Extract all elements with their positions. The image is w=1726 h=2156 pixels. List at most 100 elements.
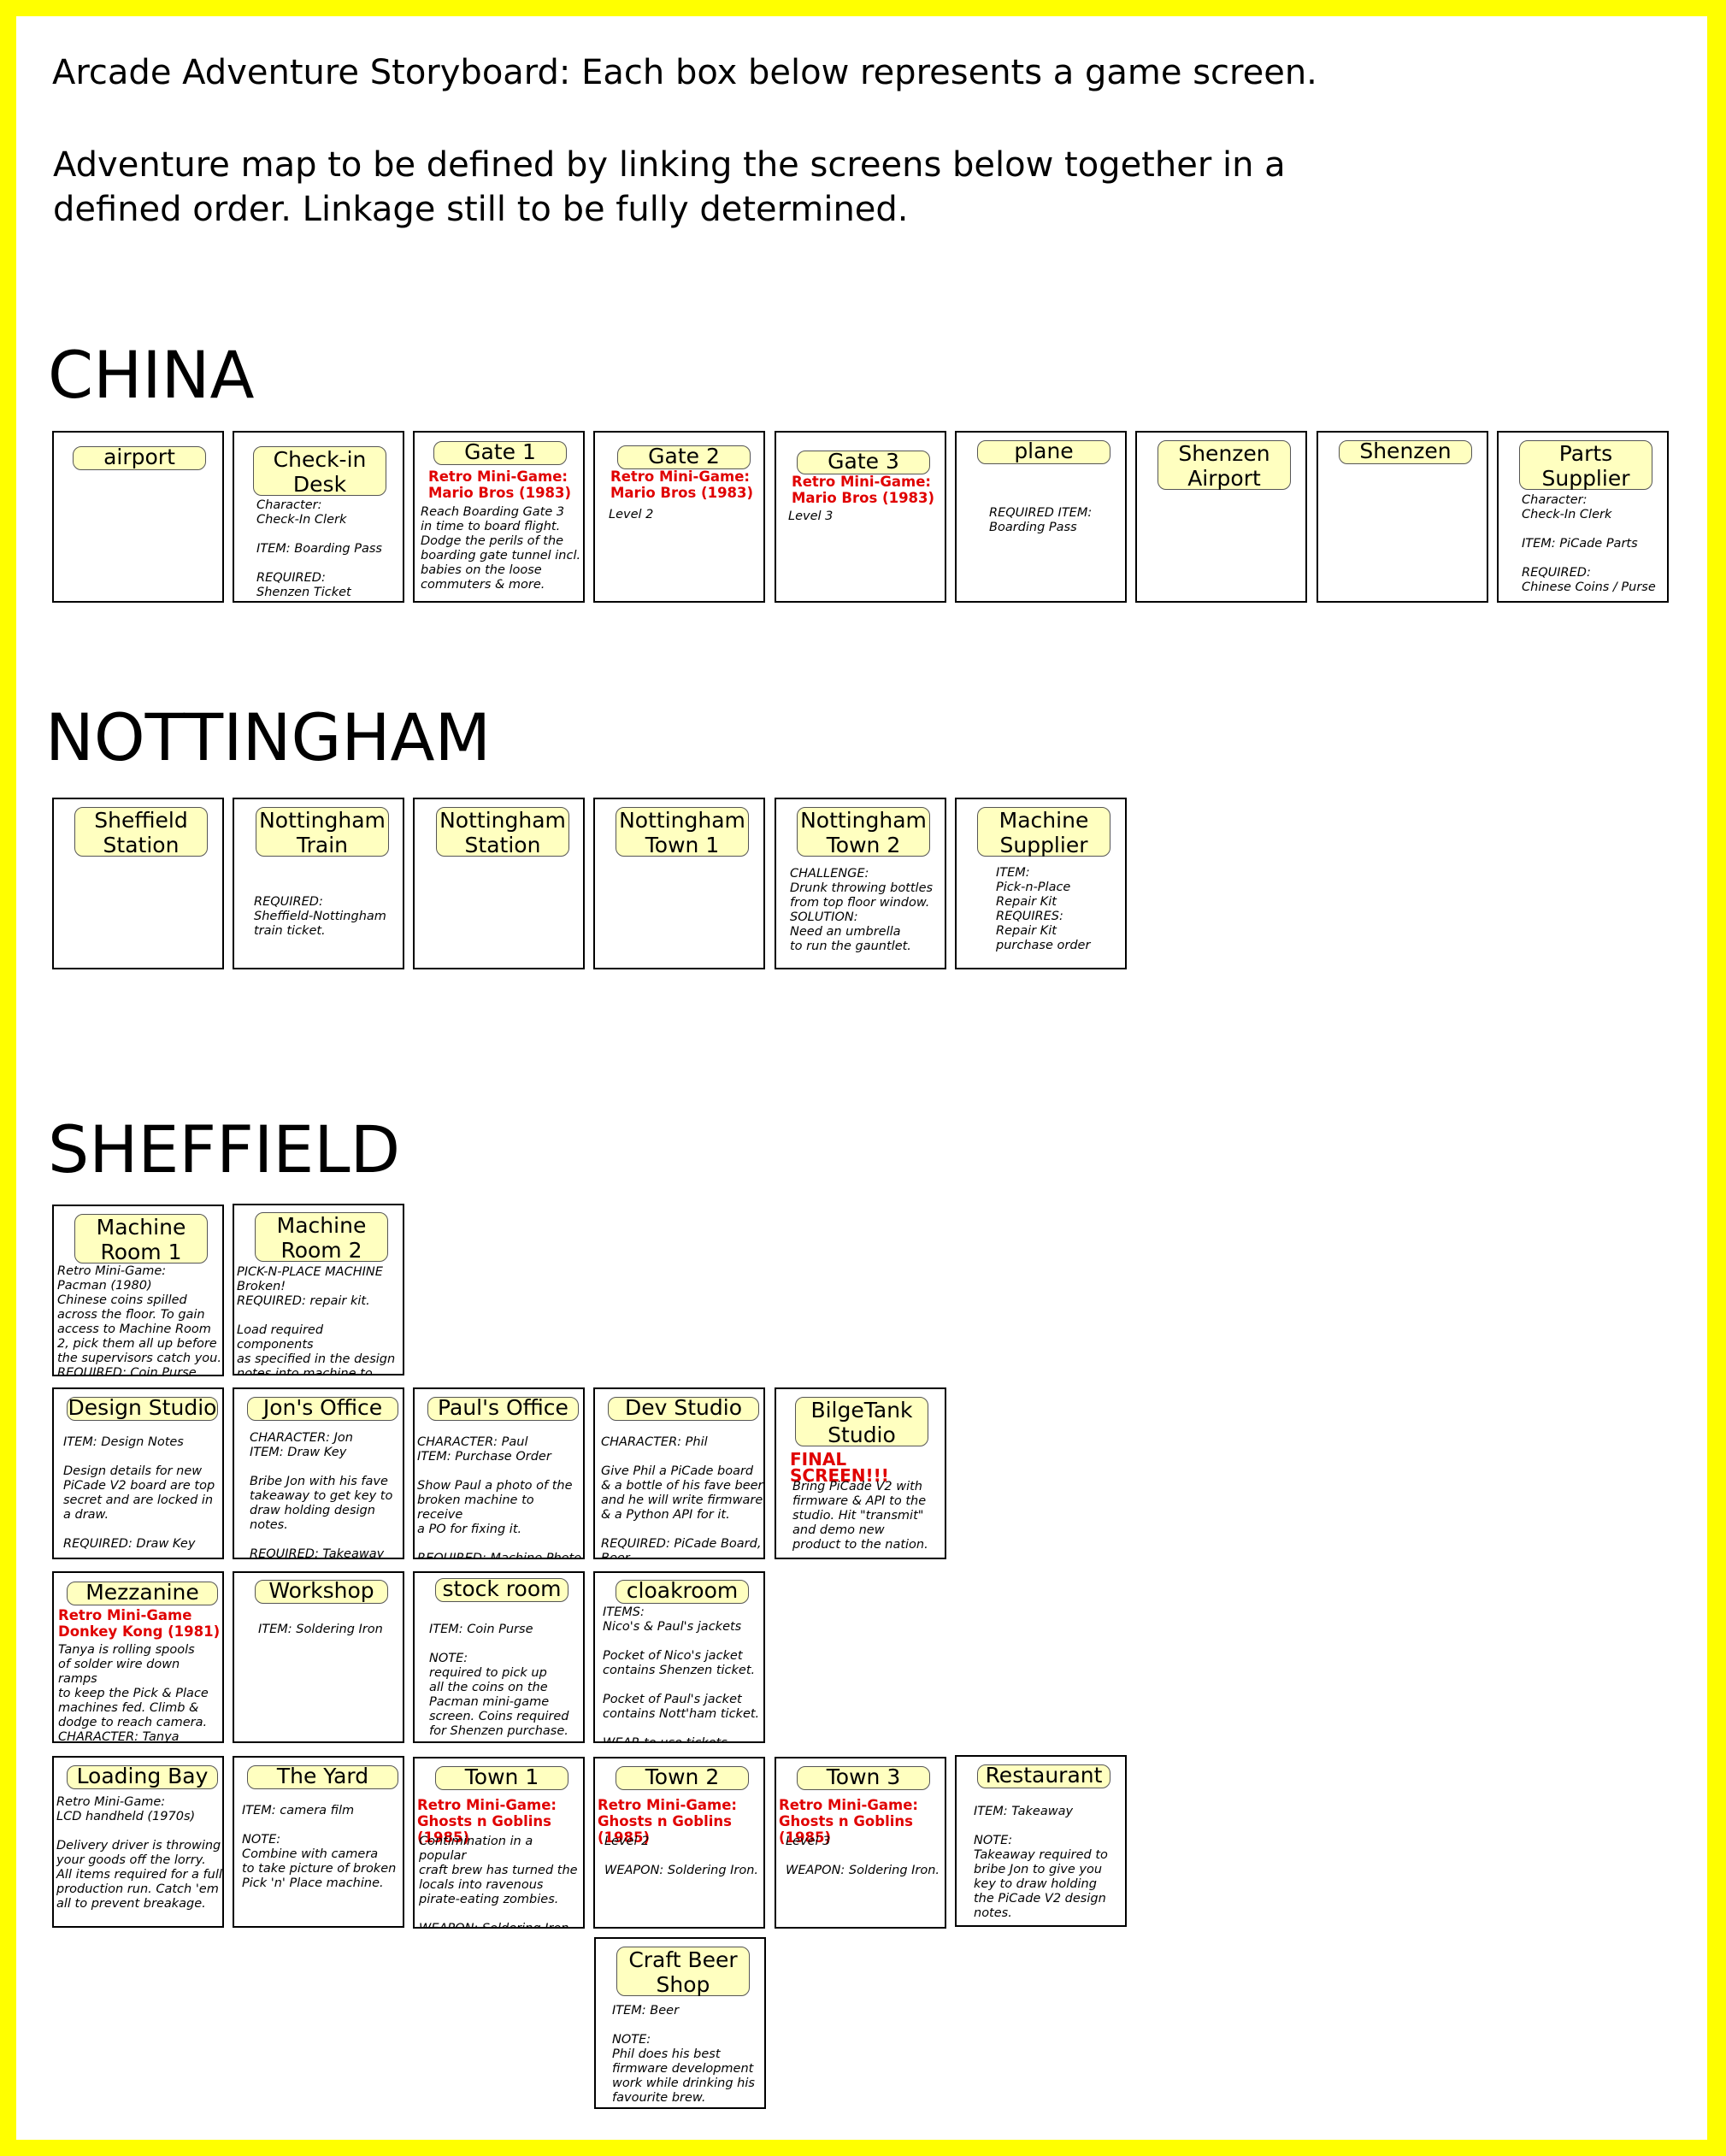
screen-title: Nottingham Town 2 <box>797 807 930 857</box>
section-title-sheffield: SHEFFIELD <box>48 1111 401 1187</box>
screen-note: Level 2 WEAPON: Soldering Iron. <box>604 1835 759 1877</box>
screen-title: Town 3 <box>797 1766 930 1790</box>
screen-craft-beer-shop: Craft Beer Shop ITEM: Beer NOTE: Phil do… <box>594 1937 766 2109</box>
screen-title: Gate 1 <box>433 441 567 465</box>
screen-machine-room-2: Machine Room 2 PICK-N-PLACE MACHINE Brok… <box>233 1204 404 1375</box>
screen-title: plane <box>977 440 1110 464</box>
screen-note: CHARACTER: Paul ITEM: Purchase Order Sho… <box>417 1435 582 1559</box>
minigame-label: Retro Mini-Game Donkey Kong (1981) <box>58 1607 221 1640</box>
screen-shenzen: Shenzen <box>1317 431 1488 603</box>
minigame-label: Retro Mini-Game: Ghosts n Goblins (1985) <box>417 1797 557 1846</box>
screen-sheffield-station: Sheffield Station <box>52 798 224 969</box>
screen-title: Paul's Office <box>427 1397 579 1421</box>
screen-note: REQUIRED ITEM: Boarding Pass <box>989 506 1093 534</box>
screen-title: Workshop <box>255 1580 388 1604</box>
screen-parts-supplier: Parts Supplier Character: Check-In Clerk… <box>1497 431 1669 603</box>
screen-restaurant: Restaurant ITEM: Takeaway NOTE: Takeaway… <box>955 1755 1127 1927</box>
screen-design-studio: Design Studio ITEM: Design Notes Design … <box>52 1387 224 1559</box>
screen-nottingham-train: Nottingham Train REQUIRED: Sheffield-Not… <box>233 798 404 969</box>
screen-jons-office: Jon's Office CHARACTER: Jon ITEM: Draw K… <box>233 1387 404 1559</box>
screen-note: ITEM: Design Notes Design details for ne… <box>63 1435 215 1551</box>
screen-title: Check-in Desk <box>253 446 386 497</box>
screen-title: Craft Beer Shop <box>616 1947 750 1997</box>
storyboard-page: Arcade Adventure Storyboard: Each box be… <box>16 16 1707 2140</box>
screen-title: Shenzen Airport <box>1158 440 1291 491</box>
screen-title: Mezzanine <box>67 1582 218 1605</box>
screen-title: The Yard <box>247 1765 398 1789</box>
screen-note: Retro Mini-Game: Pacman (1980) Chinese c… <box>57 1264 221 1376</box>
section-title-nottingham: NOTTINGHAM <box>45 699 492 775</box>
screen-title: Design Studio <box>67 1395 218 1421</box>
screen-title: Machine Supplier <box>977 807 1110 857</box>
screen-note: ITEM: Soldering Iron <box>258 1623 383 1636</box>
screen-town-2: Town 2 Retro Mini-Game: Ghosts n Goblins… <box>593 1757 765 1929</box>
screen-gate-1: Gate 1 Retro Mini-Game: Mario Bros (1983… <box>413 431 585 603</box>
screen-title: Machine Room 2 <box>255 1212 388 1263</box>
screen-note: CHALLENGE: Drunk throwing bottles from t… <box>790 867 934 953</box>
screen-dev-studio: Dev Studio CHARACTER: Phil Give Phil a P… <box>593 1387 765 1559</box>
screen-note: Character: Check-In Clerk ITEM: PiCade P… <box>1522 493 1656 594</box>
screen-note: CHARACTER: Phil Give Phil a PiCade board… <box>601 1435 763 1559</box>
screen-plane: plane REQUIRED ITEM: Boarding Pass <box>955 431 1127 603</box>
screen-check-in-desk: Check-in Desk Character: Check-In Clerk … <box>233 431 404 603</box>
screen-stock-room: stock room ITEM: Coin Purse NOTE: requir… <box>413 1571 585 1743</box>
screen-title: Sheffield Station <box>74 807 208 857</box>
screen-title: Parts Supplier <box>1519 440 1652 491</box>
minigame-label: Retro Mini-Game: Ghosts n Goblins (1985) <box>598 1797 737 1846</box>
intro-line-1: Arcade Adventure Storyboard: Each box be… <box>52 53 1317 92</box>
minigame-label: Retro Mini-Game: Mario Bros (1983) <box>428 468 572 501</box>
screen-title: Restaurant <box>977 1764 1110 1788</box>
screen-title: stock room <box>435 1578 568 1602</box>
screen-note: Level 3 WEAPON: Soldering Iron. <box>786 1835 940 1877</box>
screen-title: Dev Studio <box>608 1397 759 1421</box>
screen-note: ITEM: Beer NOTE: Phil does his best firm… <box>612 2004 755 2105</box>
screen-title: Gate 2 <box>617 445 751 469</box>
screen-title: cloakroom <box>616 1580 749 1604</box>
final-screen-label: FINAL SCREEN!!! <box>790 1449 889 1486</box>
intro-line-2: Adventure map to be defined by linking t… <box>53 145 1286 229</box>
screen-shenzen-airport: Shenzen Airport <box>1135 431 1307 603</box>
screen-note: ITEMS: Nico's & Paul's jackets Pocket of… <box>603 1605 760 1743</box>
screen-note: Level 2 <box>609 508 654 521</box>
screen-note: Retro Mini-Game: LCD handheld (1970s) De… <box>56 1795 222 1911</box>
screen-town-1: Town 1 Retro Mini-Game: Ghosts n Goblins… <box>413 1757 585 1929</box>
screen-note: ITEM: Coin Purse NOTE: required to pick … <box>429 1623 569 1738</box>
screen-title: Shenzen <box>1339 440 1472 464</box>
screen-airport: airport <box>52 431 224 603</box>
screen-loading-bay: Loading Bay Retro Mini-Game: LCD handhel… <box>52 1756 224 1928</box>
screen-note: REQUIRED: Sheffield-Nottingham train tic… <box>254 895 386 938</box>
screen-title: BilgeTank Studio <box>795 1397 928 1447</box>
screen-note: ITEM: camera film NOTE: Combine with cam… <box>242 1804 397 1890</box>
screen-nottingham-town-1: Nottingham Town 1 <box>593 798 765 969</box>
screen-note: CHARACTER: Jon ITEM: Draw Key Bribe Jon … <box>250 1431 393 1559</box>
screen-title: Nottingham Town 1 <box>616 807 749 857</box>
screen-cloakroom: cloakroom ITEMS: Nico's & Paul's jackets… <box>593 1571 765 1743</box>
screen-title: Jon's Office <box>247 1397 398 1421</box>
screen-gate-3: Gate 3 Retro Mini-Game: Mario Bros (1983… <box>775 431 946 603</box>
screen-bilgetank-studio: BilgeTank Studio FINAL SCREEN!!! Bring P… <box>775 1387 946 1559</box>
minigame-label: Retro Mini-Game: Ghosts n Goblins (1985) <box>779 1797 918 1846</box>
screen-machine-room-1: Machine Room 1 Retro Mini-Game: Pacman (… <box>52 1205 224 1376</box>
screen-pauls-office: Paul's Office CHARACTER: Paul ITEM: Purc… <box>413 1387 585 1559</box>
screen-note: Level 3 <box>788 510 834 523</box>
screen-note: Tanya is rolling spools of solder wire d… <box>58 1643 209 1743</box>
screen-title: Loading Bay <box>67 1765 218 1789</box>
screen-note: ITEM: Takeaway NOTE: Takeaway required t… <box>974 1805 1108 1920</box>
screen-note: PICK-N-PLACE MACHINE Broken! REQUIRED: r… <box>237 1265 396 1375</box>
screen-nottingham-town-2: Nottingham Town 2 CHALLENGE: Drunk throw… <box>775 798 946 969</box>
screen-title: airport <box>73 446 206 470</box>
screen-title: Machine Room 1 <box>74 1214 208 1264</box>
minigame-label: Retro Mini-Game: Mario Bros (1983) <box>610 468 754 501</box>
screen-note: ITEM: Pick-n-Place Repair Kit REQUIRES: … <box>996 866 1091 952</box>
screen-title: Nottingham Station <box>436 807 569 857</box>
screen-title: Town 2 <box>616 1766 749 1790</box>
minigame-label: Retro Mini-Game: Mario Bros (1983) <box>792 474 935 506</box>
screen-note: Character: Check-In Clerk ITEM: Boarding… <box>256 498 382 599</box>
screen-title: Town 1 <box>435 1766 568 1790</box>
screen-machine-supplier: Machine Supplier ITEM: Pick-n-Place Repa… <box>955 798 1127 969</box>
screen-title: Nottingham Train <box>256 807 389 857</box>
screen-note: Bring PiCade V2 with firmware & API to t… <box>792 1480 928 1552</box>
screen-gate-2: Gate 2 Retro Mini-Game: Mario Bros (1983… <box>593 431 765 603</box>
screen-workshop: Workshop ITEM: Soldering Iron <box>233 1571 404 1743</box>
screen-note: Reach Boarding Gate 3 in time to board f… <box>421 505 581 592</box>
